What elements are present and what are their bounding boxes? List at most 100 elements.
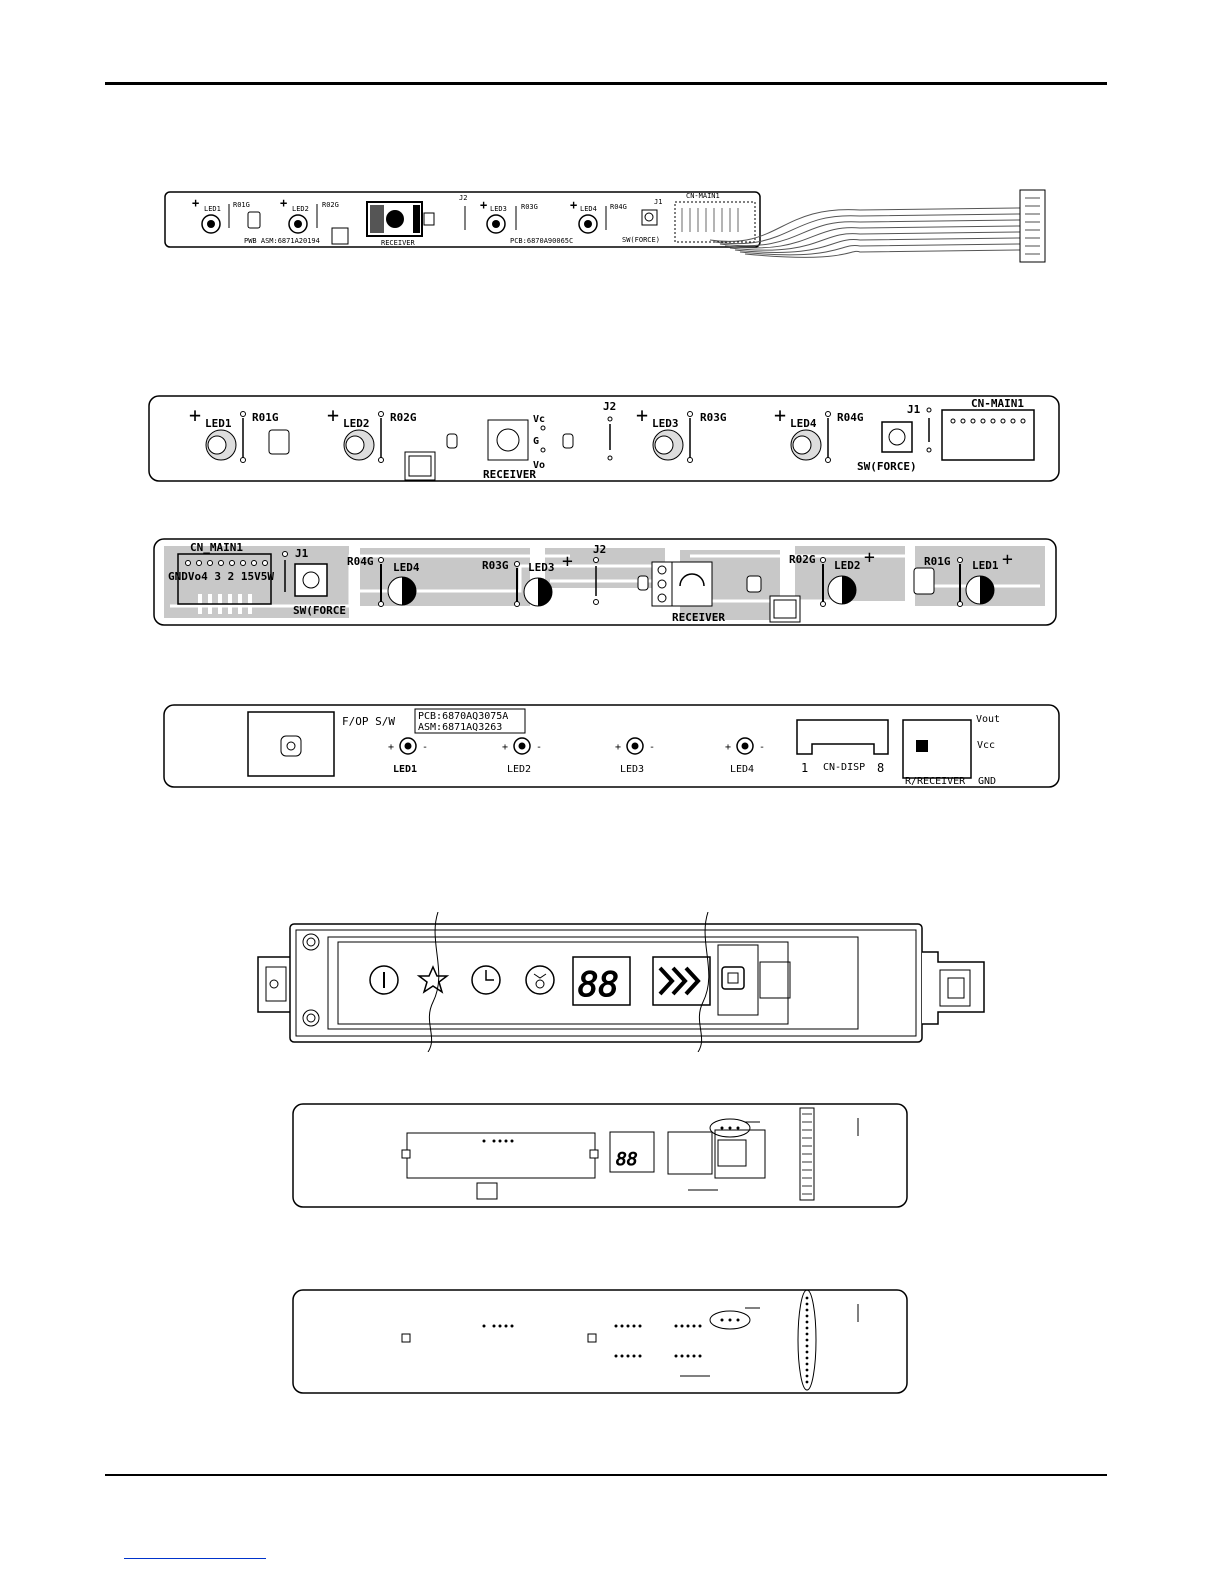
b2-force-switch [881,421,913,453]
b3-led4-label: LED4 [393,561,420,574]
b2-cn-label: CN-MAIN1 [971,397,1024,410]
svg-text:-: - [649,742,655,753]
b3-led2-label: LED2 [834,559,861,572]
b1-led4-label: LED4 [580,205,597,213]
b2-receiver-label: RECEIVER [483,468,536,481]
b1-j2-label: J2 [459,194,467,202]
b1-led2-label: LED2 [292,205,309,213]
b3-led1-label: LED1 [972,559,999,572]
svg-text:+: + [636,403,648,427]
b4-rreceiver-label: R/RECEIVER [905,776,966,787]
svg-text:+: + [615,742,621,753]
svg-text:+: + [864,547,875,568]
b2-connector [941,409,1035,461]
b3-j2-label: J2 [593,543,606,556]
footer-rule [105,1474,1107,1476]
seven-seg-display [572,956,631,1006]
pcb-board-2: + LED1 R01G + LED2 R02G Vc G Vo RECEIVER… [148,395,1060,482]
pcb-board-1: + LED1 R01G + LED2 R02G PWB ASM:6871A201… [164,189,1046,263]
svg-text:+: + [280,196,287,210]
svg-text:-: - [536,742,542,753]
b3-r02-label: R02G [789,553,816,566]
b6-seg-label: 88 [616,1149,638,1170]
star-button-icon [416,965,450,994]
svg-text:+: + [570,198,577,212]
timer-button-icon [471,965,501,995]
front-display-text: 88 [578,965,619,1005]
b3-cn-label: CN_MAIN1 [190,541,243,554]
pcb-board-3: CN_MAIN1 GNDVo4 3 2 15V5W J1 SW(FORCE R0… [153,538,1057,626]
b2-vo-label: Vo [533,460,545,471]
b3-force-switch [294,563,328,597]
b2-led1-label: LED1 [205,417,232,430]
svg-text:+: + [774,403,786,427]
b3-pins-label: GNDVo4 3 2 15V5W [168,570,274,583]
b2-receiver [487,419,529,461]
b2-j2-label: J2 [603,400,616,413]
b4-vcc-label: Vcc [977,740,995,751]
b1-r04-label: R04G [610,203,627,211]
b2-vc-label: Vc [533,414,545,425]
b4-cn-disp [796,719,889,755]
b4-asm-label: ASM:6871AQ3263 [418,722,502,733]
b2-r03-label: R03G [700,411,727,424]
svg-text:+: + [562,551,573,572]
wire-harness [709,207,1021,258]
front-display-panel: 88 [257,912,985,1052]
b3-sw-label: SW(FORCE [293,604,346,617]
b4-gnd-label: GND [978,776,996,787]
b1-j1-label: J1 [654,198,662,206]
svg-text:-: - [759,742,765,753]
b2-sw-label: SW(FORCE) [857,460,917,473]
b2-r04-label: R04G [837,411,864,424]
b4-led1-label: LED1 [393,764,417,775]
header-rule [105,82,1107,85]
ir-receiver-window [721,966,745,990]
b2-r02-label: R02G [390,411,417,424]
svg-text:+: + [502,742,508,753]
b6-seg-module [609,1131,655,1173]
b2-led3-label: LED3 [652,417,679,430]
b4-pcb-label: PCB:6870AQ3075A [418,711,508,722]
b4-cndisp-label: CN-DISP [823,762,865,773]
pcb-board-6: 88 [292,1103,908,1208]
b6-highlight [709,1118,751,1138]
b6-connector [799,1107,815,1201]
svg-text:+: + [725,742,731,753]
harness-plug [1019,189,1046,263]
b4-pin8-label: 8 [877,761,884,775]
b4-vout-label: Vout [976,714,1000,725]
b1-r03-label: R03G [521,203,538,211]
b1-sw-label: SW(FORCE) [622,236,660,244]
b2-led4-label: LED4 [790,417,817,430]
b3-r01-label: R01G [924,555,951,568]
b2-j1-label: J1 [907,403,921,416]
svg-text:+: + [388,742,394,753]
b4-receiver [902,719,972,779]
svg-text:+: + [1002,549,1013,570]
b3-r04-label: R04G [347,555,374,568]
fan-button-icon [525,965,555,995]
b1-connector [674,201,756,243]
b4-led2-label: LED2 [507,764,531,775]
b4-pin1-label: 1 [801,761,808,775]
b4-fop-switch [247,711,335,777]
b1-led1-label: LED1 [204,205,221,213]
b3-j1-label: J1 [295,547,309,560]
b4-led3-label: LED3 [620,764,644,775]
pcb-board-4: F/OP S/W PCB:6870AQ3075A ASM:6871AQ3263 … [163,704,1060,788]
b1-pcb-label: PCB:6870A90065C [510,237,573,245]
b1-r02-label: R02G [322,201,339,209]
b1-pwb-label: PWB ASM:6871A20194 [244,237,320,245]
b4-fop-label: F/OP S/W [342,715,395,728]
wind-direction-display [652,956,711,1006]
svg-text:+: + [192,196,199,210]
svg-text:-: - [422,742,428,753]
b2-led2-label: LED2 [343,417,370,430]
b3-led3-label: LED3 [528,561,555,574]
footer-link-underline [124,1558,266,1559]
b3-r03-label: R03G [482,559,509,572]
b1-led3-label: LED3 [490,205,507,213]
svg-text:+: + [189,403,201,427]
b3-connector [177,553,272,605]
